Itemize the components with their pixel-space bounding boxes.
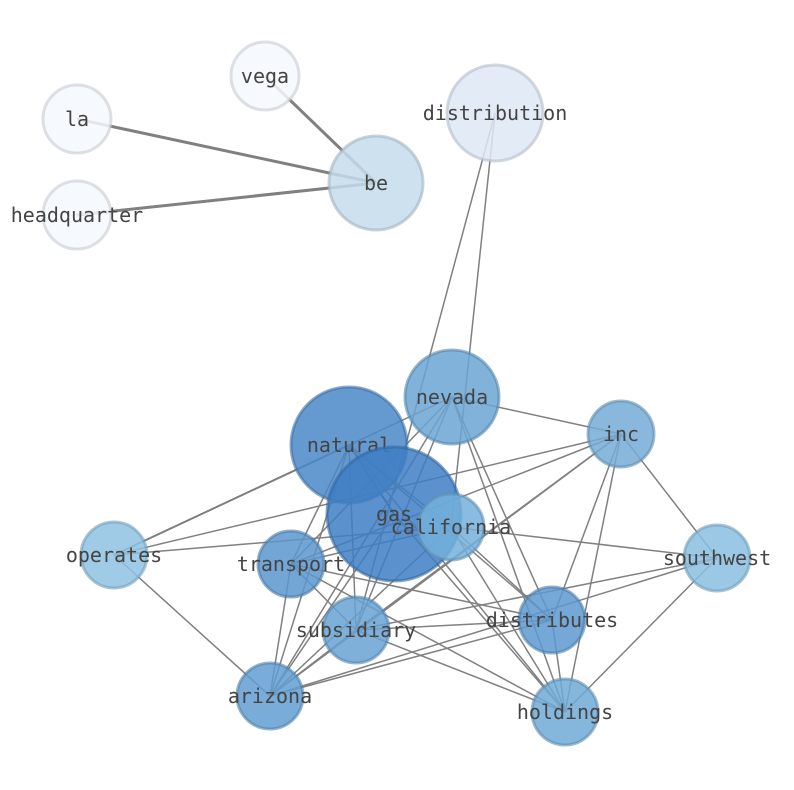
node-arizona[interactable]: arizona [228,661,312,731]
edge-nevada-holdings [451,396,566,713]
node-label-inc: inc [603,422,639,446]
edge-distribution-california [450,112,496,528]
edge-california-southwest [450,526,718,559]
node-label-vega: vega [241,64,289,88]
node-label-california: california [391,515,511,539]
edge-southwest-holdings [564,557,718,713]
node-label-holdings: holdings [517,700,613,724]
node-holdings[interactable]: holdings [517,677,613,747]
edge-la-be [76,117,377,185]
edge-inc-holdings [564,433,622,713]
node-headquarter[interactable]: headquarter [11,179,143,251]
node-label-gas: gas [376,502,412,526]
edge-transport-holdings [290,563,566,713]
node-circle-distributes[interactable] [517,585,587,655]
node-circle-operates[interactable] [79,520,149,590]
node-subsidiary[interactable]: subsidiary [296,595,416,665]
node-circle-be[interactable] [327,134,425,232]
node-distributes[interactable]: distributes [486,585,618,655]
node-circle-arizona[interactable] [235,661,305,731]
node-circle-subsidiary[interactable] [321,595,391,665]
node-label-arizona: arizona [228,684,312,708]
node-circle-la[interactable] [41,83,113,155]
node-transport[interactable]: transport [237,529,345,599]
node-circle-nevada[interactable] [403,348,501,446]
node-label-operates: operates [66,543,162,567]
edge-transport-distributes [290,563,553,621]
node-circle-transport[interactable] [256,529,326,599]
node-nevada[interactable]: nevada [403,348,501,446]
node-label-headquarter: headquarter [11,203,143,227]
edge-california-holdings [450,526,566,713]
node-circle-distribution[interactable] [445,63,545,163]
node-layer: vega la headquarter be distribution nevada inc… [11,40,771,747]
edge-southwest-arizona [269,557,718,697]
node-label-be: be [364,171,388,195]
node-label-subsidiary: subsidiary [296,618,416,642]
node-label-distributes: distributes [486,608,618,632]
node-circle-southwest[interactable] [682,523,752,593]
node-label-distribution: distribution [423,101,568,125]
node-operates[interactable]: operates [66,520,162,590]
node-label-la: la [65,107,89,131]
node-inc[interactable]: inc [586,399,656,469]
node-label-nevada: nevada [416,385,488,409]
node-southwest[interactable]: southwest [663,523,771,593]
node-be[interactable]: be [327,134,425,232]
node-circle-headquarter[interactable] [41,179,113,251]
node-circle-inc[interactable] [586,399,656,469]
node-la[interactable]: la [41,83,113,155]
edge-distributes-arizona [269,619,553,697]
edge-headquarter-be [76,181,377,217]
node-label-southwest: southwest [663,546,771,570]
node-california[interactable]: california [391,492,511,562]
node-circle-holdings[interactable] [530,677,600,747]
node-vega[interactable]: vega [229,40,301,112]
node-circle-california[interactable] [416,492,486,562]
node-distribution[interactable]: distribution [423,63,568,163]
node-label-transport: transport [237,552,345,576]
edge-subsidiary-holdings [355,629,566,713]
edge-operates-arizona [113,554,271,697]
node-circle-vega[interactable] [229,40,301,112]
